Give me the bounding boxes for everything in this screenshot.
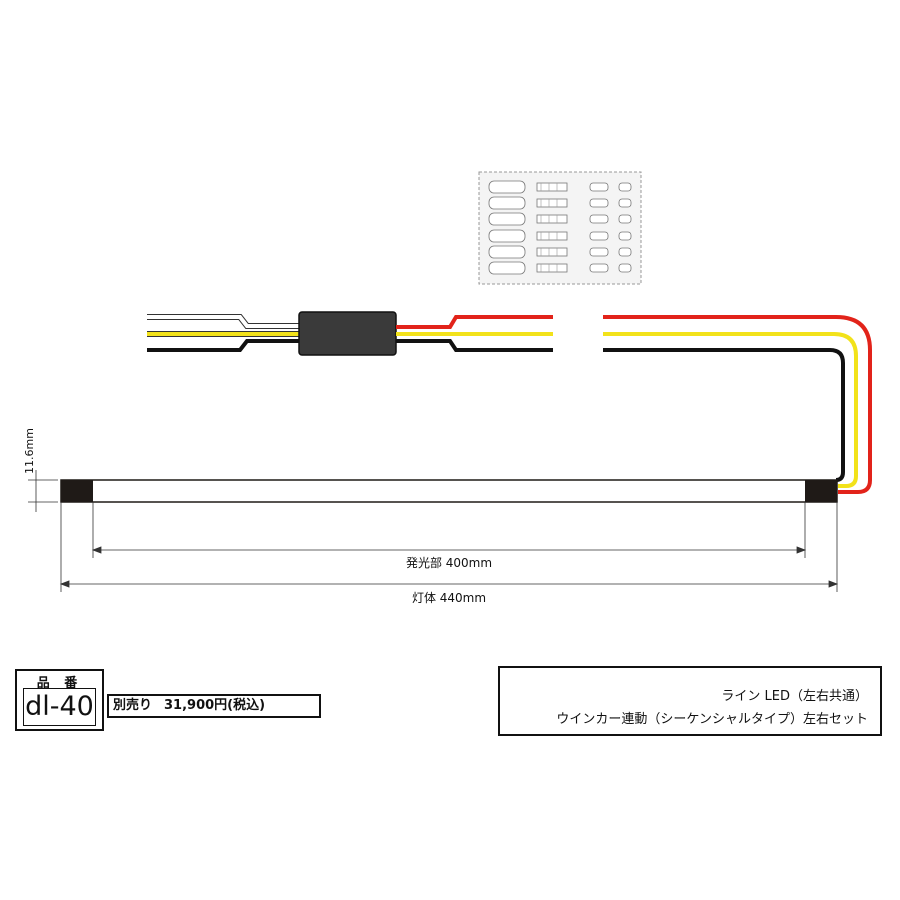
led-strip xyxy=(60,479,838,503)
description-line-2: ウインカー連動（シーケンシャルタイプ）左右セット xyxy=(556,712,868,727)
emitting-label: 発光部 400mm xyxy=(406,555,492,570)
height-dimension xyxy=(28,470,58,512)
end-cap-right xyxy=(805,480,837,502)
price-value: 31,900円(税込) xyxy=(164,698,266,713)
input-wires xyxy=(147,314,300,352)
part-number-box: 品 番 dl-40 xyxy=(15,669,104,731)
emitting-dimension xyxy=(91,502,807,558)
body-dimension xyxy=(59,502,839,592)
price-note: 別売り xyxy=(113,698,153,713)
height-label: 11.6mm xyxy=(23,428,36,474)
body-label: 灯体 440mm xyxy=(412,591,486,605)
part-number: dl-40 xyxy=(23,688,96,726)
output-wires-right xyxy=(603,315,872,494)
end-cap-left xyxy=(61,480,93,502)
description-box: ライン LED（左右共通） ウインカー連動（シーケンシャルタイプ）左右セット xyxy=(498,666,882,736)
price-box: 別売り 31,900円(税込) xyxy=(107,694,321,718)
description-line-1: ライン LED（左右共通） xyxy=(721,689,868,704)
terminal-connector-set-icon xyxy=(478,171,642,285)
controller-module xyxy=(298,311,397,356)
part-number-heading: 品 番 xyxy=(36,676,83,691)
output-wires-left xyxy=(396,315,553,352)
